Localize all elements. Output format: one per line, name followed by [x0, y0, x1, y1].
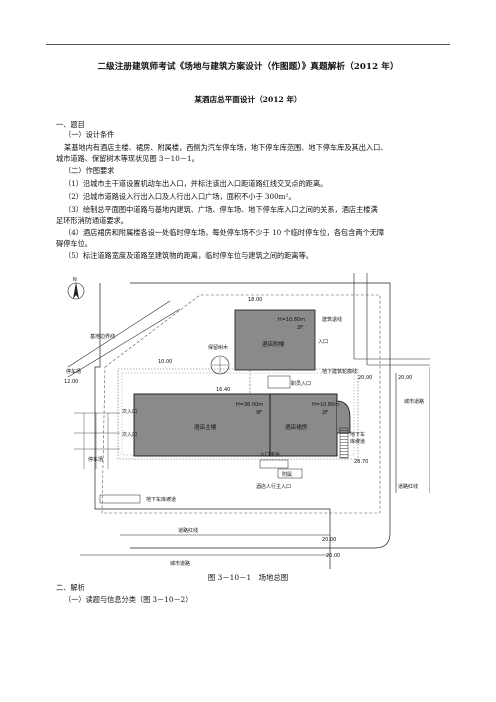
red-line-south-label: 道路红线: [178, 527, 198, 534]
dim-20-d: 20.00: [326, 553, 340, 559]
ramp-sw: [99, 494, 141, 504]
bldg-setback-label: 建筑退线: [322, 316, 342, 323]
platform-label: 入口平台: [260, 451, 280, 458]
doc-title: 二级注册建筑师考试《场地与建筑方案设计（作图题）》真题解析（2012 年）: [97, 62, 399, 72]
entry-platform: [259, 459, 289, 469]
dim-20-c: 20.00: [322, 537, 336, 543]
subheading-conditions: （一）设计条件: [64, 130, 115, 139]
red-line-east-label: 道路红线: [398, 483, 418, 490]
podium-name: 酒店裙房: [285, 423, 308, 431]
requirement-5: （5）标注道路宽度及道路至建筑物的距离，临时停车位与建筑之间的距离等。: [64, 251, 313, 260]
tree-label: 保留树木: [208, 344, 228, 351]
header-rule: [46, 44, 450, 45]
ug-entrance-a: 地下车: [350, 431, 365, 438]
annex-room: [277, 468, 303, 479]
requirement-1: （1）沿城市主干道设置机动车出入口，并标注该出入口距道路红线交叉点的距离。: [64, 179, 328, 188]
requirement-2: （2）沿城市道路设入行出入口及人行出入口广场，面积不小于 300m²。: [64, 192, 296, 201]
requirement-4b: 碍停车位。: [56, 238, 92, 248]
dim-20-b: 20.00: [398, 375, 412, 381]
ug-ramp-label: 地下车库坡道: [146, 496, 176, 503]
podium-floors: 2F: [322, 410, 328, 416]
ped-main-entry: 酒店人行主入口: [256, 483, 291, 490]
requirement-4a: （4）酒店裙房和附属楼各设一处临时停车场，每处停车场不少于 10 个临时停车位，…: [64, 228, 385, 237]
dim-18: 18.00: [248, 297, 262, 303]
ug-outline-label: 地下建筑轮廓线: [322, 368, 357, 375]
diagonal-road-edge: [67, 300, 171, 368]
requirement-3a: （3）绘制总平面图中道路与基地内建筑、广场、停车场、地下停车库入口之间的关系，酒…: [64, 205, 378, 214]
garage-ramp-east: [339, 427, 349, 459]
dim-16-4: 16.40: [216, 387, 230, 393]
podium-entry-box: [267, 375, 291, 389]
annex-name: 酒店附楼: [262, 340, 285, 348]
road-h-label: 城市道路: [170, 560, 190, 567]
gate-2-label: 次入口: [122, 431, 137, 438]
main-height: H=36.00m: [236, 402, 263, 408]
section-heading-2: 二、解析: [56, 583, 85, 592]
podium-height: H=10.80m: [312, 402, 339, 408]
podium-bay: [336, 400, 351, 434]
para-conditions-1: 某基地内有酒店主楼、裙房、附属楼，西侧为汽车停车场，地下停车库范围、地下停车库及…: [64, 143, 388, 152]
requirement-3b: 足环形消防通道要求。: [56, 215, 128, 225]
road-v-label: 城市道路: [404, 398, 424, 405]
main-tower: [133, 393, 283, 457]
annex-floors: 2F: [297, 325, 303, 331]
ug-entrance-b: 库坡道: [350, 438, 365, 445]
tree-icon: [210, 355, 230, 375]
main-name: 酒店主楼: [194, 423, 217, 431]
dim-28-7: 28.70: [354, 459, 368, 465]
annex-height: H=10.80m: [278, 317, 305, 323]
site-plan-figure: N H=10.80m 2F 酒店附楼 H=36.00m 9F 酒店主楼 H=10…: [64, 273, 430, 569]
gate-1-label: 次入口: [122, 408, 137, 415]
parking-label: 停车场: [88, 456, 103, 463]
subheading-requirements: （二）作图要求: [64, 166, 115, 175]
north-label: N: [73, 277, 77, 283]
site-boundary-label: 基地边界线: [90, 333, 115, 340]
road-edge-outer: [130, 282, 391, 549]
dim-20-a: 20.00: [358, 375, 372, 381]
annex-building: [234, 309, 316, 371]
para-conditions-2: 城市道路、保留树木等现状见图 3－10－1。: [56, 153, 199, 163]
road-edge-west: [94, 283, 331, 569]
north-arrow-needle-icon: [73, 282, 79, 299]
staff-entrance-label: 职员入口: [291, 381, 311, 387]
doc-subtitle: 某酒店总平面设计（2012 年）: [194, 95, 302, 104]
subheading-analysis: （一）读题与信息分类（图 3－10－2）: [64, 595, 193, 604]
dim-12: 12.00: [64, 379, 78, 385]
figure-caption: 图 3－10－1 场地总图: [207, 573, 289, 582]
entrance-label: 入口: [318, 339, 328, 345]
annex-room-label: 附属: [282, 471, 292, 478]
diagonal-road-edge-2: [67, 308, 181, 378]
parking-lot-west: [74, 412, 120, 469]
main-floors: 9F: [256, 410, 262, 416]
section-heading-1: 一、题目: [56, 120, 85, 129]
dim-10: 10.00: [158, 359, 172, 365]
parking-zone-label: 停车场: [66, 368, 81, 375]
